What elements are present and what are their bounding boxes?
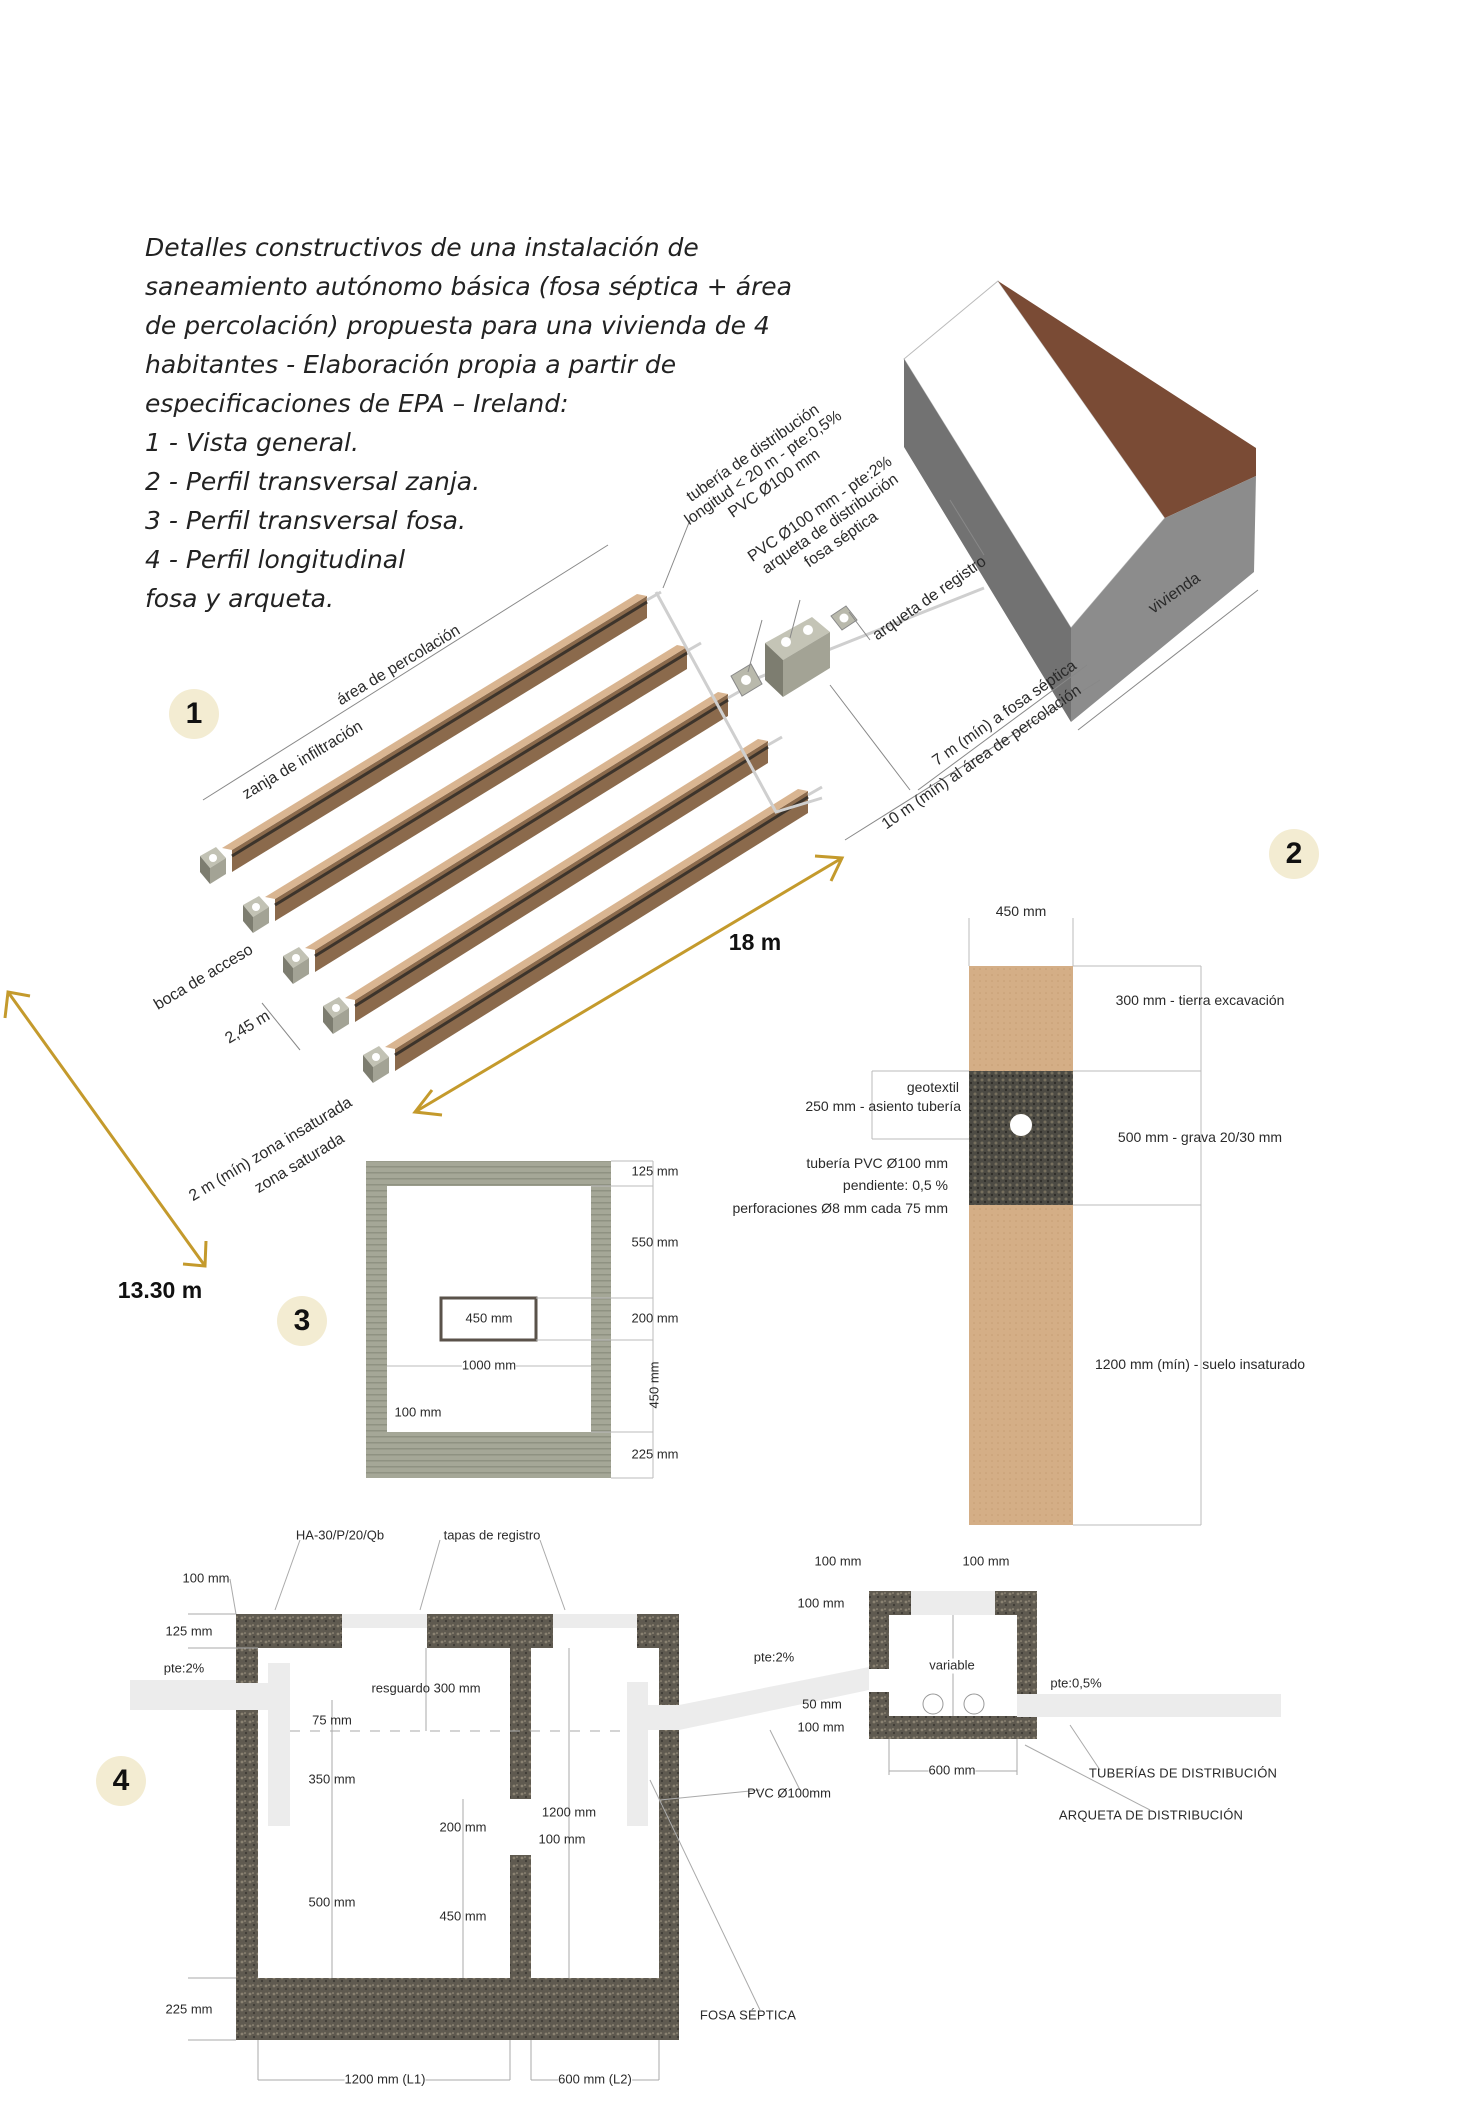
leader-lines [202,499,1259,1051]
label-layer-gravel: 500 mm - grava 20/30 mm [1117,1128,1283,1145]
label-inner-width: 1000 mm [461,1357,517,1374]
caption-line: 4 - Perfil longitudinal [145,545,406,574]
caption-line: 1 - Vista general. [145,428,359,457]
label-variable: variable [929,1657,975,1674]
label-arq-600: 600 mm [928,1762,976,1779]
section-badge-2: 2 [1269,829,1319,879]
boca-acceso-box [363,1046,389,1083]
label-d225: 225 mm [631,1446,679,1462]
boca-acceso-box [283,947,309,984]
caption-line: habitantes - Elaboración propia a partir… [145,350,677,379]
label-pvc: PVC Ø100mm [747,1785,831,1801]
label-ha: HA-30/P/20/Qb [295,1527,385,1543]
trench [283,688,743,984]
trench [363,785,823,1083]
fosa-longitudinal [130,1539,1281,2081]
section-badge-3: 3 [277,1296,327,1346]
label-resguardo: resguardo 300 mm [371,1680,481,1696]
label-1200: 1200 mm [541,1804,597,1820]
label-layer-bottom: 1200 mm (mín) - suelo insaturado [1094,1355,1306,1372]
label-d550: 550 mm [631,1234,679,1250]
label-d200: 200 mm [631,1310,679,1326]
label-pte-out: pte:0,5% [1050,1675,1102,1691]
label-450: 450 mm [439,1908,487,1924]
label-pte-in: pte:2% [163,1660,205,1676]
width-arrow-13-30m [3,990,208,1268]
boca-acceso-box [200,847,226,884]
arqueta-distribucion-box [730,663,763,697]
label-arq-100-bottom: 100 mm [797,1719,845,1735]
label-arq-100-top: 100 mm [797,1595,845,1611]
house-vivienda [903,280,1256,722]
label-l2: 600 mm (L2) [558,2071,632,2088]
label-length-18m: 18 m [728,928,782,955]
label-d450v: 450 mm [646,1361,662,1409]
fosa-cross-section [366,1160,654,1479]
label-225: 225 mm [165,2001,213,2017]
label-pipe: tubería PVC Ø100 mm [806,1154,948,1171]
label-75: 75 mm [312,1712,352,1728]
section-badge-1: 1 [169,689,219,739]
label-l1: 1200 mm (L1) [344,2071,426,2088]
infiltration-trenches [200,590,823,1083]
label-width-13-30m: 13.30 m [117,1276,203,1303]
label-tuberias-distribucion: TUBERÍAS DE DISTRIBUCIÓN [1088,1765,1278,1781]
label-d125: 125 mm [631,1163,679,1179]
arqueta-registro-box [830,605,858,631]
label-500: 500 mm [308,1894,356,1910]
caption-line: de percolación) propuesta para una vivie… [145,311,770,340]
caption-line: 3 - Perfil transversal fosa. [145,506,466,535]
trench-profile [871,918,1202,1526]
label-pte-mid: pte:2% [753,1649,795,1665]
label-arq-100-left: 100 mm [814,1553,862,1569]
figure-caption: Detalles constructivos de una instalació… [145,228,792,618]
trench [243,641,702,933]
trench [323,735,783,1034]
boca-acceso-box [323,997,349,1034]
label-arqueta-distribucion-caps: ARQUETA DE DISTRIBUCIÓN [1058,1807,1244,1823]
length-arrow-18m [412,854,845,1117]
caption-line: especificaciones de EPA – Ireland: [145,389,569,418]
section-badge-4: 4 [96,1756,146,1806]
fosa-septica-box [765,617,830,697]
label-200: 200 mm [439,1819,487,1835]
caption-line: Detalles constructivos de una instalació… [145,233,699,262]
label-125: 125 mm [165,1623,213,1639]
caption-line: saneamiento autónomo básica (fosa séptic… [145,272,792,301]
label-layer-top: 300 mm - tierra excavación [1115,991,1285,1008]
label-asiento: 250 mm - asiento tubería [805,1097,961,1114]
caption-line: fosa y arqueta. [145,584,334,613]
label-slope: pendiente: 0,5 % [842,1176,948,1193]
label-pipe-width: 450 mm [465,1310,513,1326]
label-geotextil: geotextil [906,1078,959,1095]
label-wall: 100 mm [394,1404,442,1420]
label-100-top: 100 mm [182,1570,230,1586]
label-350: 350 mm [308,1771,356,1787]
label-arq-100-right: 100 mm [962,1553,1010,1569]
trench [200,590,662,884]
label-100-wall: 100 mm [538,1831,586,1847]
caption-line: 2 - Perfil transversal zanja. [145,467,481,496]
label-trench-width: 450 mm [995,902,1047,919]
label-perforations: perforaciones Ø8 mm cada 75 mm [732,1199,948,1216]
label-fosa-septica-caps: FOSA SÉPTICA [699,2007,797,2023]
boca-acceso-box [243,896,269,933]
label-arq-50: 50 mm [802,1696,842,1712]
label-tapas: tapas de registro [443,1527,541,1543]
